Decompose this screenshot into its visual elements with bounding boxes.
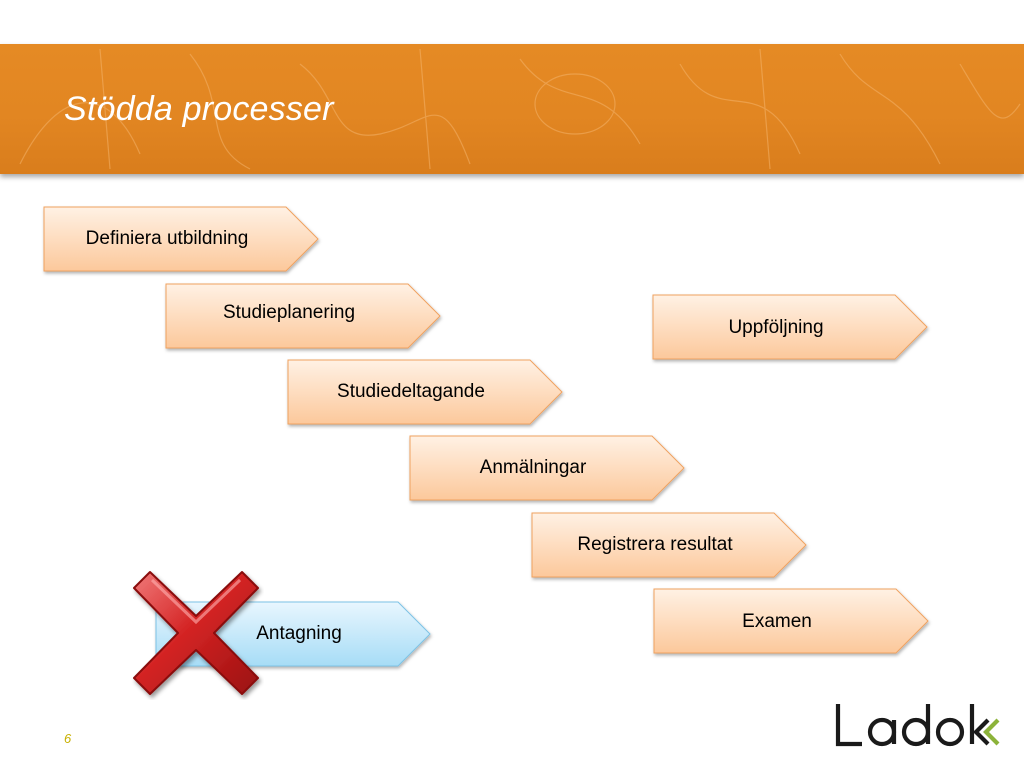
process-label: Examen bbox=[742, 611, 812, 632]
ladok-logo bbox=[832, 700, 1002, 757]
chevron-shape bbox=[165, 283, 441, 349]
process-label: Studiedeltagande bbox=[337, 381, 485, 402]
process-label: Uppföljning bbox=[728, 317, 824, 338]
process-label: Anmälningar bbox=[479, 457, 587, 478]
chevron-shape bbox=[43, 206, 319, 272]
chevron-shape bbox=[652, 294, 928, 360]
red-x-icon bbox=[128, 566, 264, 705]
page-number: 6 bbox=[64, 731, 72, 746]
title-banner bbox=[0, 44, 1024, 174]
ladok-logo-mark bbox=[835, 704, 1000, 747]
process-label: Studieplanering bbox=[222, 302, 356, 323]
chevron-shape bbox=[653, 588, 929, 654]
process-label: Antagning bbox=[256, 623, 342, 644]
chevron-shape bbox=[287, 359, 563, 425]
chevron-shape bbox=[531, 512, 807, 578]
banner-sketch-decoration bbox=[19, 48, 1021, 170]
slide-title: Stödda processer bbox=[64, 90, 334, 128]
cross-shape bbox=[133, 571, 259, 695]
chevron-shape bbox=[409, 435, 685, 501]
process-label: Registrera resultat bbox=[577, 534, 733, 555]
process-label: Definiera utbildning bbox=[85, 228, 249, 249]
